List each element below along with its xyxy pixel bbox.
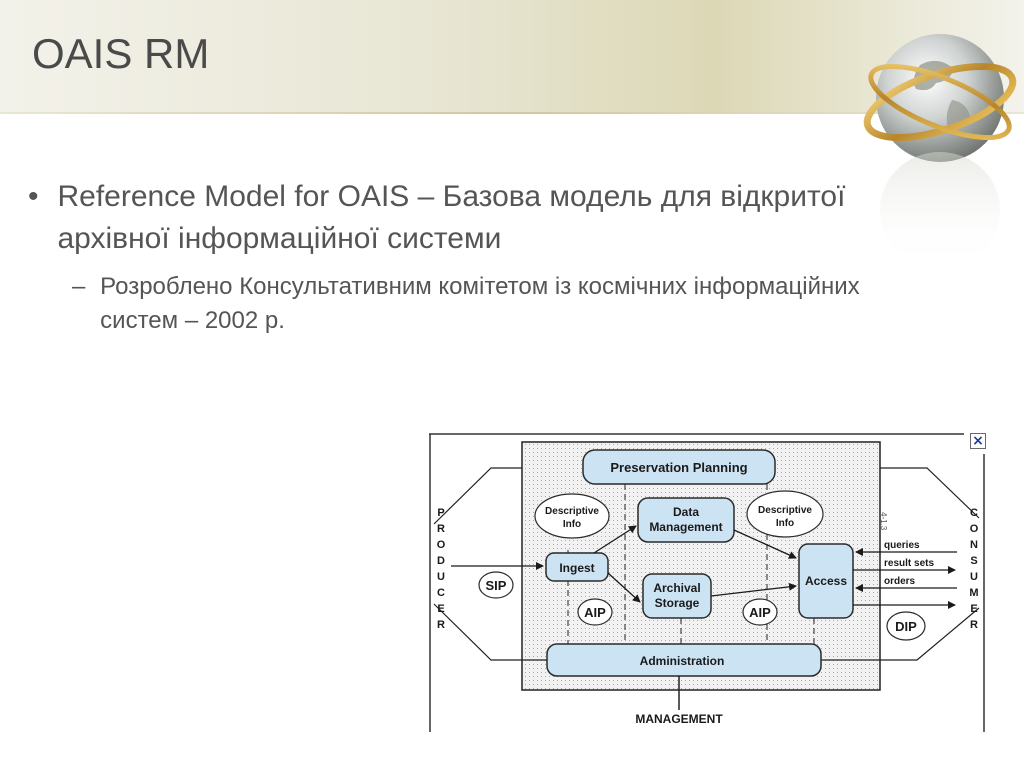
ingest-box: Ingest bbox=[545, 552, 609, 582]
consumer-letter: N bbox=[970, 539, 978, 551]
archival-storage-box: Archival Storage bbox=[642, 573, 712, 619]
consumer-letter: U bbox=[970, 571, 978, 583]
data-management-box: Data Management bbox=[637, 497, 735, 543]
dip-ellipse: DIP bbox=[886, 611, 926, 641]
descriptive-info-left-line2: Info bbox=[563, 519, 581, 530]
ingest-label: Ingest bbox=[559, 561, 594, 575]
access-label: Access bbox=[805, 574, 847, 588]
arrow-ingest-datamgmt bbox=[593, 525, 637, 554]
preservation-planning-label: Preservation Planning bbox=[610, 460, 747, 475]
consumer-label: C O N S U M E R bbox=[969, 507, 978, 631]
archival-storage-line2: Storage bbox=[655, 596, 700, 610]
consumer-letter: O bbox=[970, 523, 979, 535]
aip-left-label: AIP bbox=[584, 605, 606, 620]
descriptive-info-right-line2: Info bbox=[776, 518, 794, 529]
consumer-letter: M bbox=[969, 587, 978, 599]
arrow-ingest-storage bbox=[607, 572, 641, 603]
descriptive-info-left-line1: Descriptive bbox=[545, 506, 599, 517]
consumer-edge-top bbox=[880, 467, 980, 519]
consumer-letter: S bbox=[970, 555, 977, 567]
descriptive-info-left-ellipse: Descriptive Info bbox=[534, 493, 610, 539]
producer-label: P R O D U C E R bbox=[437, 507, 446, 631]
bullet-text: Reference Model for OAIS – Базова модель… bbox=[57, 180, 846, 255]
sub-bullet-item: – Розроблено Консультативним комітетом і… bbox=[72, 270, 888, 338]
consumer-letter: R bbox=[970, 619, 978, 631]
producer-letter: O bbox=[437, 539, 446, 551]
queries-label: queries bbox=[884, 540, 920, 551]
producer-edge-bottom bbox=[433, 603, 547, 661]
producer-letter: P bbox=[437, 507, 444, 519]
management-label: MANAGEMENT bbox=[635, 712, 723, 726]
slide-title: OAIS RM bbox=[32, 30, 210, 77]
access-box: Access bbox=[798, 543, 854, 619]
globe-logo bbox=[860, 20, 1020, 280]
archival-storage-line1: Archival bbox=[653, 581, 700, 595]
producer-letter: D bbox=[437, 555, 445, 567]
bullet-list: • Reference Model for OAIS – Базова моде… bbox=[28, 176, 888, 338]
sub-bullet-mark: – bbox=[72, 273, 86, 300]
aip-right-ellipse: AIP bbox=[742, 598, 778, 626]
data-management-line2: Management bbox=[649, 520, 722, 534]
side-tag: 4-1.3 bbox=[879, 512, 888, 531]
producer-letter: E bbox=[437, 603, 444, 615]
bullet-item: • Reference Model for OAIS – Базова моде… bbox=[28, 176, 888, 260]
producer-letter: R bbox=[437, 523, 445, 535]
arrow-storage-access bbox=[710, 582, 797, 597]
result-sets-label: result sets bbox=[884, 558, 934, 569]
image-close-icon[interactable]: × bbox=[970, 433, 986, 449]
oais-diagram: Preservation Planning Descriptive Info D… bbox=[429, 432, 987, 734]
dip-label: DIP bbox=[895, 619, 917, 634]
descriptive-info-right-line1: Descriptive bbox=[758, 505, 812, 516]
administration-label: Administration bbox=[640, 654, 725, 668]
orders-label: orders bbox=[884, 576, 916, 587]
bullet-mark: • bbox=[28, 180, 39, 213]
producer-letter: C bbox=[437, 587, 445, 599]
producer-letter: U bbox=[437, 571, 445, 583]
descriptive-info-right-ellipse: Descriptive Info bbox=[746, 490, 824, 538]
producer-edge-top bbox=[433, 467, 522, 525]
sip-label: SIP bbox=[486, 578, 507, 593]
preservation-planning-box: Preservation Planning bbox=[582, 449, 776, 485]
consumer-letter: C bbox=[970, 507, 978, 519]
administration-box: Administration bbox=[546, 643, 822, 677]
producer-letter: R bbox=[437, 619, 445, 631]
globe-icon bbox=[863, 34, 1017, 268]
sub-bullet-text: Розроблено Консультативним комітетом із … bbox=[100, 273, 860, 334]
consumer-edge-bottom bbox=[821, 607, 980, 661]
arrow-datamgmt-access bbox=[733, 529, 797, 559]
title-band bbox=[0, 0, 1024, 114]
data-management-line1: Data bbox=[673, 505, 699, 519]
sip-ellipse: SIP bbox=[478, 571, 514, 599]
consumer-letter: E bbox=[970, 603, 977, 615]
aip-left-ellipse: AIP bbox=[577, 598, 613, 626]
aip-right-label: AIP bbox=[749, 605, 771, 620]
